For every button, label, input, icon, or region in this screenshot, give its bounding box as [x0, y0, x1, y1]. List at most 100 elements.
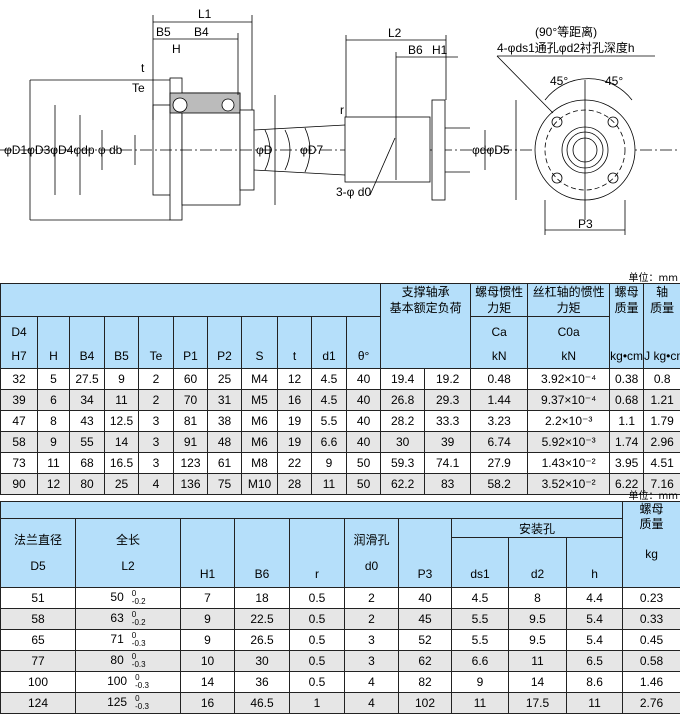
table-cell: 30 [381, 432, 425, 453]
table-cell: 6 [38, 390, 70, 411]
label-B5: B5 [156, 25, 171, 39]
column-header-bottom: J kg•cm²/mm [644, 349, 680, 363]
table-cell: 14 [105, 432, 139, 453]
column-header-bottom: θ° [358, 349, 369, 363]
length-value: 125 [107, 695, 127, 709]
table-cell: 74.1 [425, 453, 471, 474]
label-note-equal-spacing: (90°等距离) [535, 24, 597, 39]
table-cell: 14 [509, 672, 567, 693]
label-r: r [340, 103, 344, 117]
column-header-bottom: S [255, 349, 263, 363]
tolerance-lower: -0.3 [132, 639, 146, 648]
column-header-bottom: B4 [80, 349, 95, 363]
table-cell: 2 [345, 588, 399, 609]
table-cell: 29.3 [425, 390, 471, 411]
table-cell: 9 [38, 432, 70, 453]
label-t: t [141, 61, 145, 75]
label-D7: φD7 [300, 143, 323, 157]
table-cell: 19.4 [381, 369, 425, 390]
table-cell: 30 [235, 651, 290, 672]
table-cell: 9.5 [509, 630, 567, 651]
tolerance: 0-0.3 [135, 674, 149, 690]
column-header: t [278, 317, 312, 369]
table-cell: 83 [425, 474, 471, 495]
column-header: H [38, 317, 70, 369]
header-mounting-hole: 安装孔 [452, 519, 623, 538]
header-B6: B6 [235, 519, 290, 588]
table-cell: 58 [1, 432, 38, 453]
column-header: d1 [312, 317, 347, 369]
header-h: h [567, 538, 623, 588]
table-cell: 40 [399, 588, 452, 609]
header-nut-inertia-2: 力矩 [487, 301, 511, 315]
table-cell: 40 [347, 432, 381, 453]
table-cell: 11 [38, 453, 70, 474]
table-cell: 25 [208, 369, 242, 390]
header-d0: d0 [365, 559, 378, 573]
table-cell: 82 [399, 672, 452, 693]
column-header: B4 [70, 317, 105, 369]
table-cell: 47 [1, 411, 38, 432]
table-cell: 4 [139, 474, 174, 495]
table-cell: 40 [347, 390, 381, 411]
tolerance-lower: -0.3 [135, 702, 149, 711]
table-cell: M10 [242, 474, 278, 495]
table-cell: 2.96 [644, 432, 680, 453]
table-cell: M6 [242, 411, 278, 432]
table-cell: 2 [139, 369, 174, 390]
technical-drawing: L1 B5 B4 H t Te φD1φD3φD4φdp φ db φD φD7… [0, 0, 680, 265]
label-left-diameters: φD1φD3φD4φdp φ db [4, 143, 123, 157]
table-cell: 68 [70, 453, 105, 474]
table-cell: 3 [345, 630, 399, 651]
table-cell: 10 [181, 651, 235, 672]
header-ds1: ds1 [452, 538, 509, 588]
table-cell: 19 [278, 411, 312, 432]
table-cell: 0.5 [290, 609, 345, 630]
label-D: φD [256, 143, 273, 157]
table-cell: 40 [347, 369, 381, 390]
column-header: B5 [105, 317, 139, 369]
length-value: 63 [110, 611, 123, 625]
header-L2: L2 [121, 559, 134, 573]
column-header: J kg•cm²/mm [644, 317, 680, 369]
table-cell: 81 [174, 411, 208, 432]
table-cell: 4.5 [452, 588, 509, 609]
table-cell: 2 [139, 390, 174, 411]
table-cell: 55 [70, 432, 105, 453]
column-header: θ° [347, 317, 381, 369]
table-cell: 124 [1, 693, 76, 714]
table-cell: 4.51 [644, 453, 680, 474]
unit-label-2: 单位：mm [629, 487, 678, 502]
column-header-top: Ca [491, 325, 506, 339]
column-header: Te [139, 317, 174, 369]
table-cell: 16.5 [105, 453, 139, 474]
table-cell: 8.6 [567, 672, 623, 693]
unit-label-1: 单位：mm [629, 269, 678, 284]
table-cell: 52 [399, 630, 452, 651]
label-H: H [172, 42, 181, 56]
table-cell: 33.3 [425, 411, 471, 432]
table-cell: 50 [347, 474, 381, 495]
table-cell: 80 [70, 474, 105, 495]
table-cell: 2.76 [623, 693, 680, 714]
table-cell: 12.5 [105, 411, 139, 432]
table-cell: 59.3 [381, 453, 425, 474]
table-cell: 12 [278, 369, 312, 390]
header-shaft-inertia-2: 力矩 [557, 301, 581, 315]
table-cell: 9.37×10⁻⁴ [528, 390, 610, 411]
table-cell: 9 [105, 369, 139, 390]
table-cell: 1.1 [610, 411, 644, 432]
table-cell: 0.5 [290, 630, 345, 651]
header-rated-load: 基本额定负荷 [390, 301, 462, 315]
table-cell: 61 [208, 453, 242, 474]
